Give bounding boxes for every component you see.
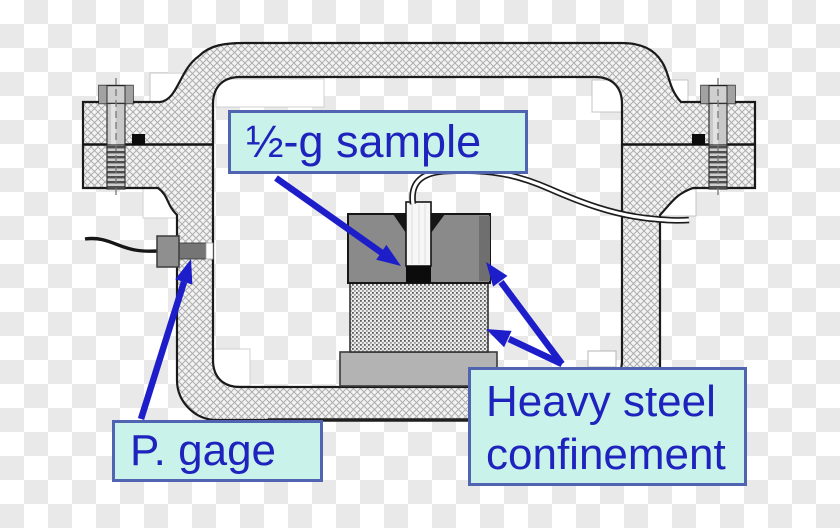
arrowhead-confinement-lower xyxy=(486,329,512,348)
seal-block xyxy=(692,134,705,145)
arrow-confinement-upper xyxy=(498,280,565,366)
right-bolt xyxy=(692,78,736,199)
arrowhead-confinement-upper xyxy=(486,262,508,287)
arrowhead-sample xyxy=(376,244,401,266)
gage-wire xyxy=(84,236,160,253)
seal-block xyxy=(132,134,145,145)
arrow-pgage xyxy=(137,281,188,420)
notch-left xyxy=(393,214,406,233)
arrow-confinement-lower xyxy=(507,336,564,367)
label-pressure-gage: P. gage xyxy=(112,420,323,482)
notch-right xyxy=(431,214,445,233)
arrowhead-pgage xyxy=(175,259,193,285)
label-sample-text: ½-g sample xyxy=(246,116,482,167)
pressure-gage xyxy=(84,235,214,268)
label-heavy-steel-confinement: Heavy steel confinement xyxy=(468,367,747,486)
arrow-sample xyxy=(274,175,384,256)
confinement-block xyxy=(349,282,489,353)
label-confinement-line1: Heavy steel xyxy=(486,377,716,426)
left-bolt xyxy=(98,78,145,199)
annotation-arrows xyxy=(137,175,565,420)
label-pgage-text: P. gage xyxy=(130,426,277,475)
holder-block-shade xyxy=(479,216,490,281)
sample-assembly xyxy=(339,201,498,387)
label-confinement-line2: confinement xyxy=(486,430,726,479)
label-sample: ½-g sample xyxy=(228,110,528,174)
sample-charge xyxy=(406,266,431,283)
